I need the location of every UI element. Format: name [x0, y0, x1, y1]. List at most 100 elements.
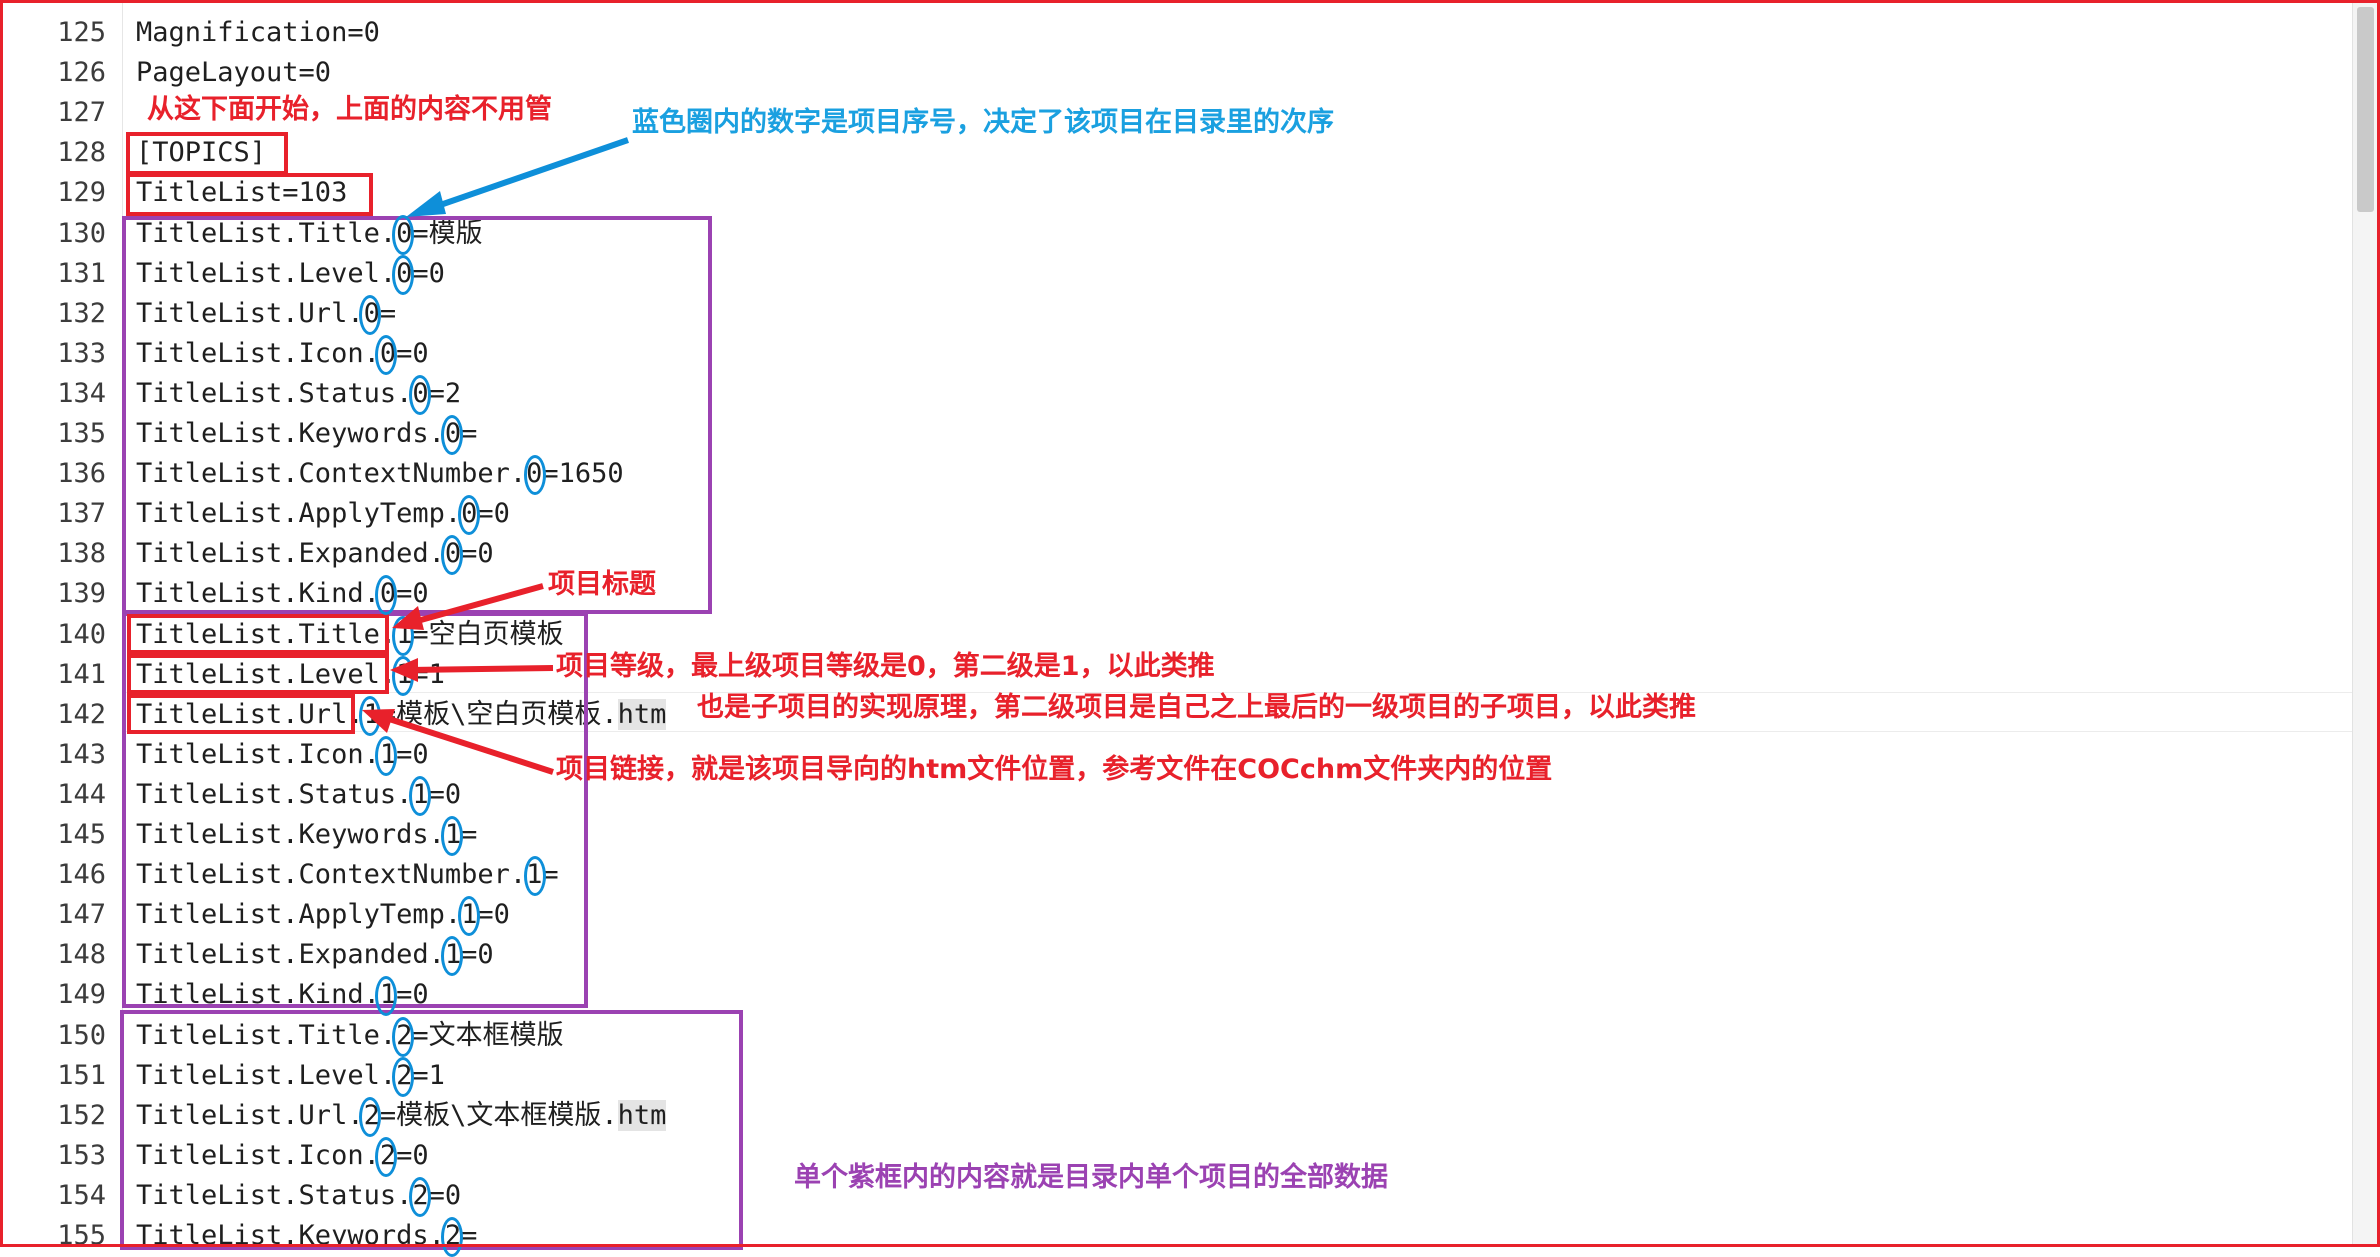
code-line[interactable]: 150 TitleList.Title.2=文本框模版: [0, 1016, 2340, 1056]
line-text[interactable]: PageLayout=0: [136, 53, 331, 93]
line-text-content: TitleList.Title.0=模版: [136, 217, 483, 249]
note-item-title: 项目标题: [548, 569, 656, 600]
line-text-content: TitleList.Title.2=文本框模版: [136, 1019, 564, 1051]
level-label-box: [127, 654, 389, 694]
code-line[interactable]: 126 PageLayout=0: [0, 53, 2340, 93]
window-top-edge-mark: [208, 0, 288, 3]
line-number: 151: [57, 1059, 106, 1091]
line-text[interactable]: TitleList.Url.0=: [136, 294, 396, 334]
line-text-content: TitleList.ApplyTemp.1=0: [136, 899, 510, 931]
line-number: 147: [57, 899, 106, 931]
line-text[interactable]: TitleList.ApplyTemp.1=0: [136, 895, 510, 935]
line-number: 140: [57, 618, 106, 650]
index-ring: [359, 695, 381, 736]
line-text-content: PageLayout=0: [136, 57, 332, 89]
code-line[interactable]: 145 TitleList.Keywords.1=: [0, 815, 2340, 855]
line-text-content: TitleList.Expanded.0=0: [136, 538, 494, 570]
index-ring: [375, 1136, 397, 1177]
line-number: 127: [57, 97, 106, 129]
index-ring: [375, 735, 397, 776]
index-ring: [524, 455, 546, 496]
note-start-here: 从这下面开始，上面的内容不用管: [147, 94, 552, 125]
line-text[interactable]: TitleList.Expanded.0=0: [136, 534, 494, 574]
code-line[interactable]: 130 TitleList.Title.0=模版: [0, 214, 2340, 254]
index-ring: [359, 294, 381, 335]
line-number: 152: [57, 1099, 106, 1131]
code-line[interactable]: 125 Magnification=0: [0, 13, 2340, 53]
index-ring: [392, 1056, 414, 1097]
line-text-content: TitleList.Status.2=0: [136, 1179, 462, 1211]
line-text[interactable]: TitleList.Keywords.1=: [136, 815, 477, 855]
line-number: 149: [57, 979, 106, 1011]
line-number: 154: [57, 1179, 106, 1211]
line-number: 145: [57, 819, 106, 850]
line-number: 142: [57, 698, 106, 730]
item-0-group-box: [122, 216, 712, 614]
index-ring: [392, 214, 414, 255]
index-ring: [458, 495, 480, 536]
line-number: 139: [57, 578, 106, 610]
index-ring: [441, 415, 463, 455]
index-ring: [359, 1096, 381, 1137]
line-text[interactable]: TitleList.Status.2=0: [136, 1176, 461, 1216]
line-text[interactable]: TitleList.Status.0=2: [136, 374, 461, 414]
line-number: 143: [57, 738, 106, 770]
index-ring: [392, 1016, 414, 1057]
note-purple-box: 单个紫框内的内容就是目录内单个项目的全部数据: [794, 1162, 1388, 1193]
line-text[interactable]: TitleList.ContextNumber.1=: [136, 855, 559, 895]
line-text[interactable]: TitleList.Keywords.0=: [136, 414, 477, 454]
line-number: 133: [57, 337, 106, 369]
index-ring: [441, 535, 463, 576]
code-line[interactable]: 144 TitleList.Status.1=0: [0, 775, 2340, 815]
url-label-box: [127, 694, 355, 734]
line-text-content: TitleList.Status.0=2: [136, 377, 462, 409]
line-text[interactable]: [TOPICS]: [136, 133, 266, 173]
search-highlight: htm: [617, 698, 667, 730]
code-line[interactable]: 135 TitleList.Keywords.0=: [0, 414, 2340, 454]
code-line[interactable]: 128 [TOPICS]: [0, 133, 2340, 173]
line-text-content: TitleList.Url.0=: [136, 297, 397, 329]
code-line[interactable]: 138 TitleList.Expanded.0=0: [0, 534, 2340, 574]
line-number: 128: [57, 137, 106, 169]
line-number: 155: [57, 1220, 106, 1251]
index-ring: [409, 374, 431, 415]
line-text[interactable]: TitleList=103: [136, 173, 347, 213]
line-text[interactable]: TitleList.Expanded.1=0: [136, 935, 494, 975]
code-line[interactable]: 147 TitleList.ApplyTemp.1=0: [0, 895, 2340, 935]
line-number: 137: [57, 498, 106, 530]
code-line[interactable]: 154 TitleList.Status.2=0: [0, 1176, 2340, 1216]
line-number: 135: [57, 418, 106, 449]
scrollbar-thumb[interactable]: [2357, 7, 2374, 212]
line-number: 130: [57, 217, 106, 249]
line-number: 150: [57, 1019, 106, 1051]
line-text[interactable]: TitleList.ApplyTemp.0=0: [136, 494, 510, 534]
line-number: 126: [57, 57, 106, 89]
line-text[interactable]: Magnification=0: [136, 13, 380, 53]
index-ring: [375, 334, 397, 375]
line-text-content: TitleList.ContextNumber.1=: [136, 859, 559, 891]
vertical-scrollbar[interactable]: [2352, 3, 2378, 1244]
line-number: 136: [57, 458, 106, 490]
line-number: 138: [57, 538, 106, 570]
line-text[interactable]: TitleList.Title.0=模版: [136, 214, 483, 254]
line-text[interactable]: TitleList.Status.1=0: [136, 775, 461, 815]
index-ring: [392, 655, 414, 696]
index-ring: [458, 896, 480, 937]
line-number: 144: [57, 778, 106, 810]
line-number: 125: [57, 17, 106, 48]
index-ring: [392, 615, 414, 656]
line-text-content: TitleList.ApplyTemp.0=0: [136, 498, 510, 530]
index-ring: [441, 1217, 463, 1257]
code-line[interactable]: 127: [0, 93, 2340, 133]
line-text-content: TitleList.Keywords.0=: [136, 418, 478, 449]
note-child-principle: 也是子项目的实现原理，第二级项目是自己之上最后的一级项目的子项目，以此类推: [697, 692, 1696, 723]
line-text[interactable]: TitleList.Title.2=文本框模版: [136, 1016, 564, 1056]
line-text-content: TitleList.Expanded.1=0: [136, 939, 494, 971]
code-line[interactable]: 137 TitleList.ApplyTemp.0=0: [0, 494, 2340, 534]
index-ring: [409, 1176, 431, 1217]
